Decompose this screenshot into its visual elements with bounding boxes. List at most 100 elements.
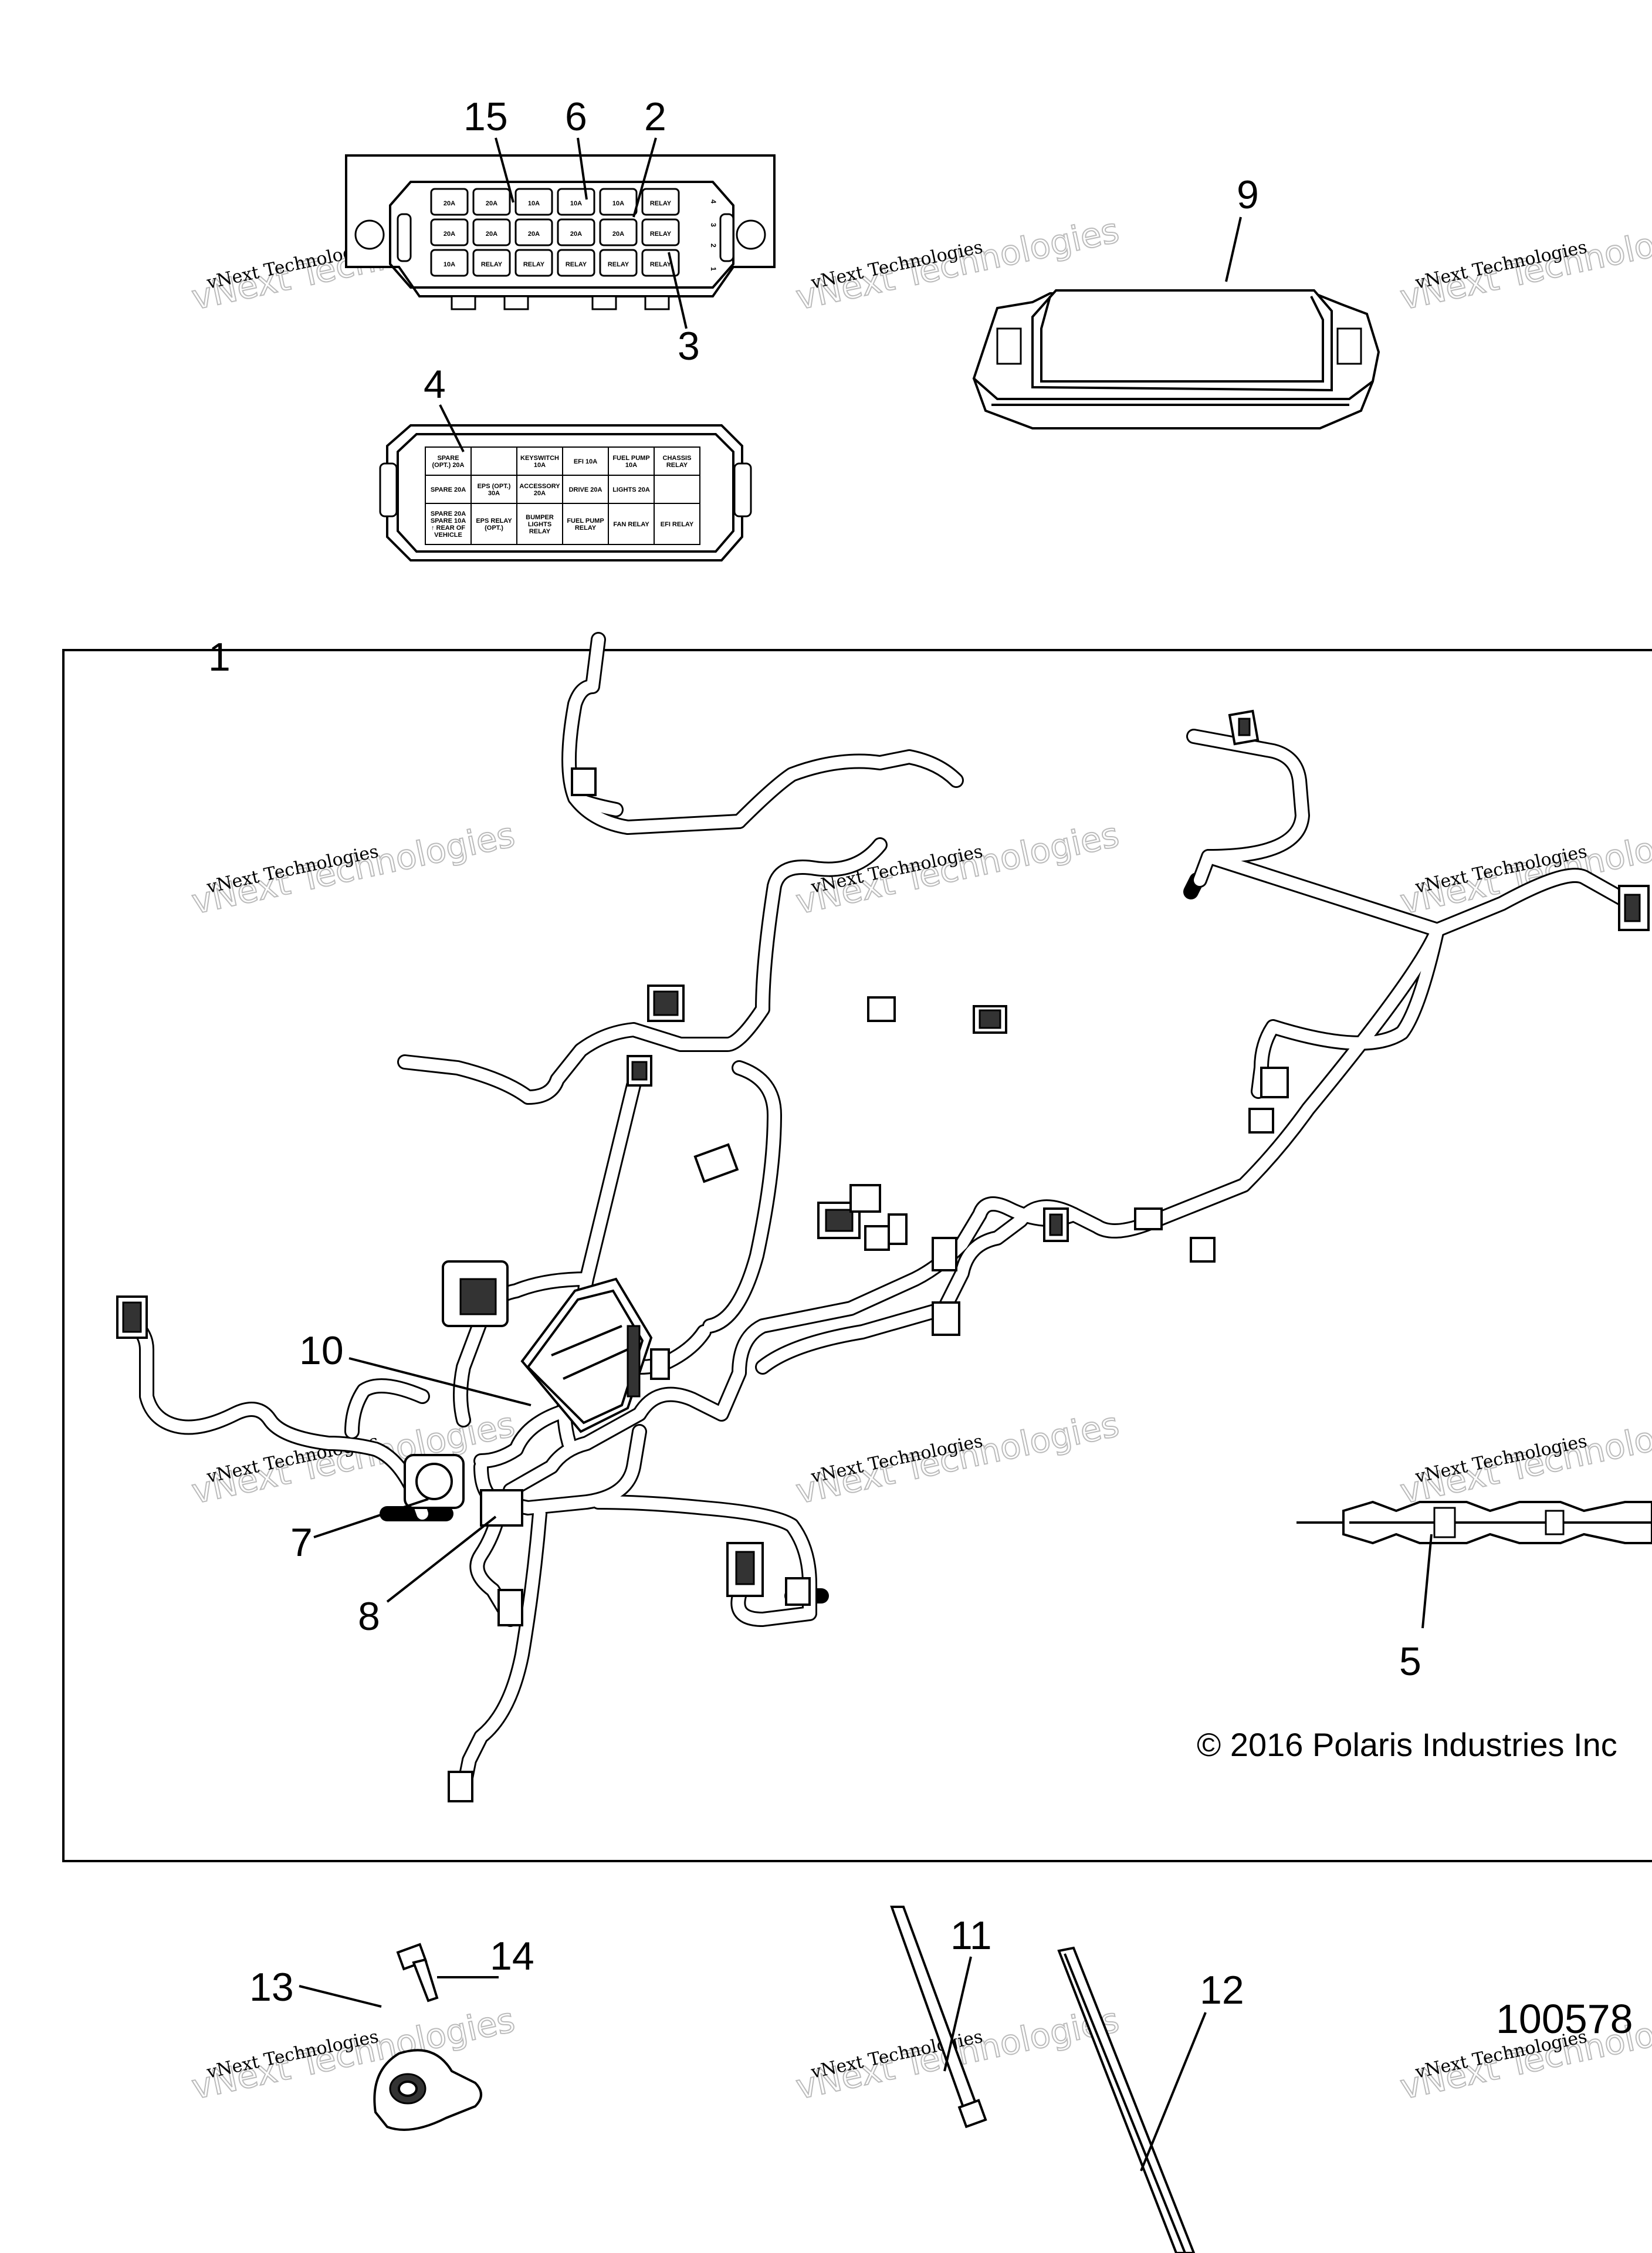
cover-cell-label: LIGHTS (528, 521, 551, 528)
fuse-slot (514, 188, 553, 216)
cover-cell-label: EFI 10A (574, 458, 597, 465)
callout-13: 13 (249, 1965, 294, 2010)
cover-cell-label: KEYSWITCH (520, 455, 559, 462)
copyright-notice: © 2016 Polaris Industries Inc (1197, 1726, 1617, 1763)
cover-cell-label: 20A (534, 490, 546, 497)
fuse-slot (430, 188, 469, 216)
fuse-slot-label: 20A (444, 231, 455, 238)
cable-tie-short: 11 (890, 1906, 992, 2129)
cover-cell (654, 475, 700, 504)
fuse-slot (641, 188, 680, 216)
fuse-slot (472, 249, 511, 277)
cover-cell-label: EPS (OPT.) (478, 483, 511, 490)
cover-cell-label: SPARE 20A (431, 486, 466, 493)
cover-cell-label: ACCESSORY (519, 483, 560, 490)
cover-cell (562, 503, 609, 545)
cover-cell-label: CHASSIS (663, 455, 692, 462)
cover-cell (562, 475, 609, 504)
cover-cell (516, 503, 563, 545)
callout-10: 10 (299, 1328, 344, 1373)
cover-cell-label: SPARE 20A (431, 510, 466, 517)
callout-group-harness: 10 7 8 (290, 1328, 532, 1639)
fuse-slot-label: RELAY (650, 261, 672, 268)
fuse-slot (430, 249, 469, 277)
fuse-slot (514, 218, 553, 246)
callout-1: 1 (208, 635, 231, 679)
callout-5: 5 (1399, 1639, 1421, 1684)
cover-cell (608, 475, 655, 504)
cover-cell-label: SPARE (437, 455, 459, 462)
fuse-slot (599, 249, 638, 277)
fuse-slot-label: RELAY (481, 261, 503, 268)
watermark-outline: vNext Technologies (793, 1404, 1122, 1511)
fuse-slot-label: 20A (444, 200, 455, 207)
fuse-slot (557, 249, 595, 277)
cover-cell-label: 10A (534, 462, 546, 469)
fuse-slot (472, 218, 511, 246)
fuse-slot (557, 218, 595, 246)
harness-fuse-module (520, 1277, 653, 1433)
fuse-slot (514, 249, 553, 277)
cover-cell (516, 446, 563, 476)
cover-cell (654, 503, 700, 545)
fuse-slot (430, 218, 469, 246)
cover-cell-label: SPARE 10A (431, 517, 466, 525)
side-number-1: 1 (709, 267, 717, 271)
fuse-slot-label: RELAY (650, 200, 672, 207)
fuse-slot-label: RELAY (523, 261, 545, 268)
fuse-slot-label: RELAY (608, 261, 629, 268)
cover-cell-label: EFI RELAY (661, 521, 694, 528)
cover-cell-label: LIGHTS 20A (612, 486, 650, 493)
cover-cell (470, 446, 517, 476)
cable-tie-long: 12 (1057, 1946, 1244, 2253)
callout-15: 15 (463, 94, 508, 139)
callout-14: 14 (490, 1934, 534, 1978)
cover-cell (425, 503, 472, 545)
cover-cell (608, 503, 655, 545)
cover-cell-label: EPS RELAY (476, 517, 512, 525)
callout-3: 3 (678, 324, 700, 368)
fuse-slot-label: 10A (444, 261, 455, 268)
cover-cell-label: 10A (625, 462, 637, 469)
harness-connectors (116, 709, 1650, 1802)
fuse-slot-label: 20A (528, 231, 540, 238)
callout-7: 7 (290, 1520, 313, 1565)
fuse-slot-label: 10A (612, 200, 624, 207)
callout-11: 11 (950, 1913, 992, 1958)
cover-cell-label: ↑ REAR OF (431, 525, 465, 532)
fuse-slot-label: 20A (486, 231, 497, 238)
fuse-slot (472, 188, 511, 216)
cover-cell-label: (OPT.) 20A (432, 462, 464, 469)
fuse-slot-label: RELAY (650, 231, 672, 238)
clamp-and-bolt: 13 14 (249, 1934, 534, 2131)
fuse-slot-label: 20A (612, 231, 624, 238)
watermark-outline: vNext Technologies (188, 814, 518, 922)
side-number-3: 3 (709, 223, 717, 227)
fuse-slot (641, 218, 680, 246)
cover-cell-label: RELAY (575, 525, 597, 532)
callout-group-fuse-box: 15 6 2 3 (463, 94, 700, 368)
cover-cell-label: (OPT.) (485, 525, 503, 532)
callout-12: 12 (1200, 1968, 1244, 2012)
cover-cell-label: FUEL PUMP (612, 455, 649, 462)
cover-cell (425, 475, 472, 504)
cover-cell (654, 446, 700, 476)
callout-6: 6 (565, 94, 587, 139)
cover-cell (608, 446, 655, 476)
side-number-4: 4 (709, 199, 717, 204)
cover-cell-label: 30A (488, 490, 500, 497)
fuse-box-lid: 9 (972, 172, 1380, 429)
fuse-slot (599, 218, 638, 246)
cover-cell-label: FAN RELAY (613, 521, 649, 528)
cover-cell-label: VEHICLE (434, 532, 462, 539)
cover-cell-label: RELAY (529, 528, 551, 535)
figure-number: 100578 (1496, 1996, 1633, 2042)
callout-2: 2 (644, 94, 666, 139)
cover-cell-label: BUMPER (526, 514, 554, 521)
callout-9: 9 (1237, 172, 1259, 217)
